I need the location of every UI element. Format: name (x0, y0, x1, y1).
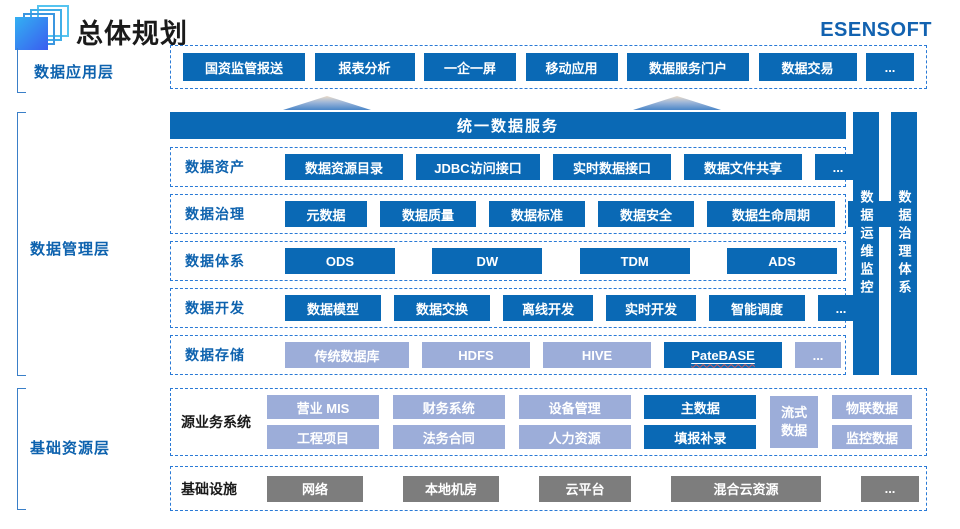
chip-stream-data: 流式数据 (770, 396, 819, 448)
source-systems-label: 源业务系统 (181, 414, 251, 430)
data-governance-label: 数据治理 (185, 206, 245, 222)
data-governance-row: 数据治理 元数据 数据质量 数据标准 数据安全 数据生命周期 ... (170, 194, 894, 234)
chip-report-analysis: 报表分析 (314, 53, 415, 81)
chip-network: 网络 (267, 475, 363, 502)
chip-ads: ADS (726, 248, 837, 274)
brand-logo: ESENSOFT (820, 19, 932, 41)
logo-filled-square-icon (15, 17, 48, 50)
chip-data-security: 数据安全 (598, 201, 694, 227)
source-systems-row: 源业务系统 营业 MIS 工程项目 财务系统 法务合同 设备管理 人力资源 主数… (170, 388, 927, 456)
chip-tdm: TDM (579, 248, 690, 274)
governance-system-bar: 数据治理体系 (891, 112, 917, 375)
chip-data-trading: 数据交易 (758, 53, 857, 81)
chip-traditional-database: 传统数据库 (285, 342, 409, 368)
app-layer-label: 数据应用层 (34, 64, 115, 81)
chip-realtime-data-api: 实时数据接口 (553, 154, 671, 180)
infrastructure-row: 基础设施 网络 本地机房 云平台 混合云资源 ... (170, 466, 927, 511)
chip-hdfs: HDFS (422, 342, 530, 368)
chip-patebase: PateBASE (664, 342, 782, 368)
chip-engineering-project: 工程项目 (267, 425, 379, 449)
data-system-label: 数据体系 (185, 253, 245, 269)
data-system-row: 数据体系 ODS DW TDM ADS (170, 241, 846, 281)
source-column: 财务系统 法务合同 (392, 395, 505, 449)
page-title: 总体规划 (76, 19, 188, 49)
logo-squares-icon (15, 5, 69, 50)
unified-data-service-bar: 统一数据服务 (170, 112, 846, 139)
chip-data-service-portal: 数据服务门户 (627, 53, 749, 81)
chip-hive: HIVE (543, 342, 651, 368)
chip-dw: DW (432, 248, 543, 274)
chip-data-lifecycle: 数据生命周期 (707, 201, 835, 227)
chip-hybrid-cloud: 混合云资源 (671, 475, 821, 502)
chip-storage-more: ... (795, 342, 841, 368)
chip-human-resources: 人力资源 (518, 425, 631, 449)
data-assets-row: 数据资产 数据资源目录 JDBC访问接口 实时数据接口 数据文件共享 ... (170, 147, 861, 187)
chip-business-mis: 营业 MIS (267, 395, 379, 419)
chip-one-enterprise-one-screen: 一企一屏 (424, 53, 516, 81)
up-arrow-icon (633, 96, 721, 110)
resource-layer-label: 基础资源层 (30, 440, 111, 457)
source-column: 物联数据 监控数据 (831, 395, 912, 449)
chip-data-model: 数据模型 (285, 295, 381, 321)
chip-finance-system: 财务系统 (392, 395, 505, 419)
source-column: 设备管理 人力资源 (518, 395, 631, 449)
chip-mobile-apps: 移动应用 (525, 53, 618, 81)
chip-regulatory-reporting: 国资监管报送 (183, 53, 305, 81)
source-column: 营业 MIS 工程项目 (267, 395, 379, 449)
chip-app-more: ... (866, 53, 914, 81)
chip-offline-dev: 离线开发 (503, 295, 593, 321)
data-storage-label: 数据存储 (185, 347, 245, 363)
chip-smart-scheduling: 智能调度 (709, 295, 805, 321)
chip-supplementary-entry: 填报补录 (644, 425, 757, 449)
ops-monitoring-bar: 数据运维监控 (853, 112, 879, 375)
chip-master-data: 主数据 (644, 395, 757, 419)
app-layer-box: 国资监管报送 报表分析 一企一屏 移动应用 数据服务门户 数据交易 ... (170, 45, 927, 89)
chip-jdbc-access-api: JDBC访问接口 (416, 154, 540, 180)
chip-realtime-dev: 实时开发 (606, 295, 696, 321)
data-development-label: 数据开发 (185, 300, 245, 316)
app-layer-bracket (17, 48, 26, 93)
chip-data-quality: 数据质量 (380, 201, 476, 227)
chip-iot-data: 物联数据 (831, 395, 912, 419)
chip-data-exchange: 数据交换 (394, 295, 490, 321)
infrastructure-label: 基础设施 (181, 480, 237, 497)
chip-ods: ODS (285, 248, 395, 274)
management-layer-label: 数据管理层 (30, 241, 111, 258)
resource-layer-bracket (17, 388, 26, 510)
chip-infra-more: ... (861, 475, 919, 502)
management-layer-bracket (17, 112, 26, 376)
source-column: 主数据 填报补录 (644, 395, 757, 449)
chip-data-file-sharing: 数据文件共享 (684, 154, 802, 180)
chip-legal-contract: 法务合同 (392, 425, 505, 449)
chip-cloud-platform: 云平台 (539, 475, 631, 502)
data-storage-row: 数据存储 传统数据库 HDFS HIVE PateBASE ... (170, 335, 846, 375)
chip-equipment-management: 设备管理 (518, 395, 631, 419)
chip-data-resource-catalog: 数据资源目录 (285, 154, 403, 180)
chip-metadata: 元数据 (285, 201, 367, 227)
patebase-text: PateBASE (691, 347, 755, 363)
chip-monitoring-data: 监控数据 (831, 425, 912, 449)
data-assets-label: 数据资产 (185, 159, 245, 175)
chip-local-datacenter: 本地机房 (403, 475, 499, 502)
up-arrow-icon (283, 96, 371, 110)
chip-data-standard: 数据标准 (489, 201, 585, 227)
data-development-row: 数据开发 数据模型 数据交换 离线开发 实时开发 智能调度 ... (170, 288, 864, 328)
